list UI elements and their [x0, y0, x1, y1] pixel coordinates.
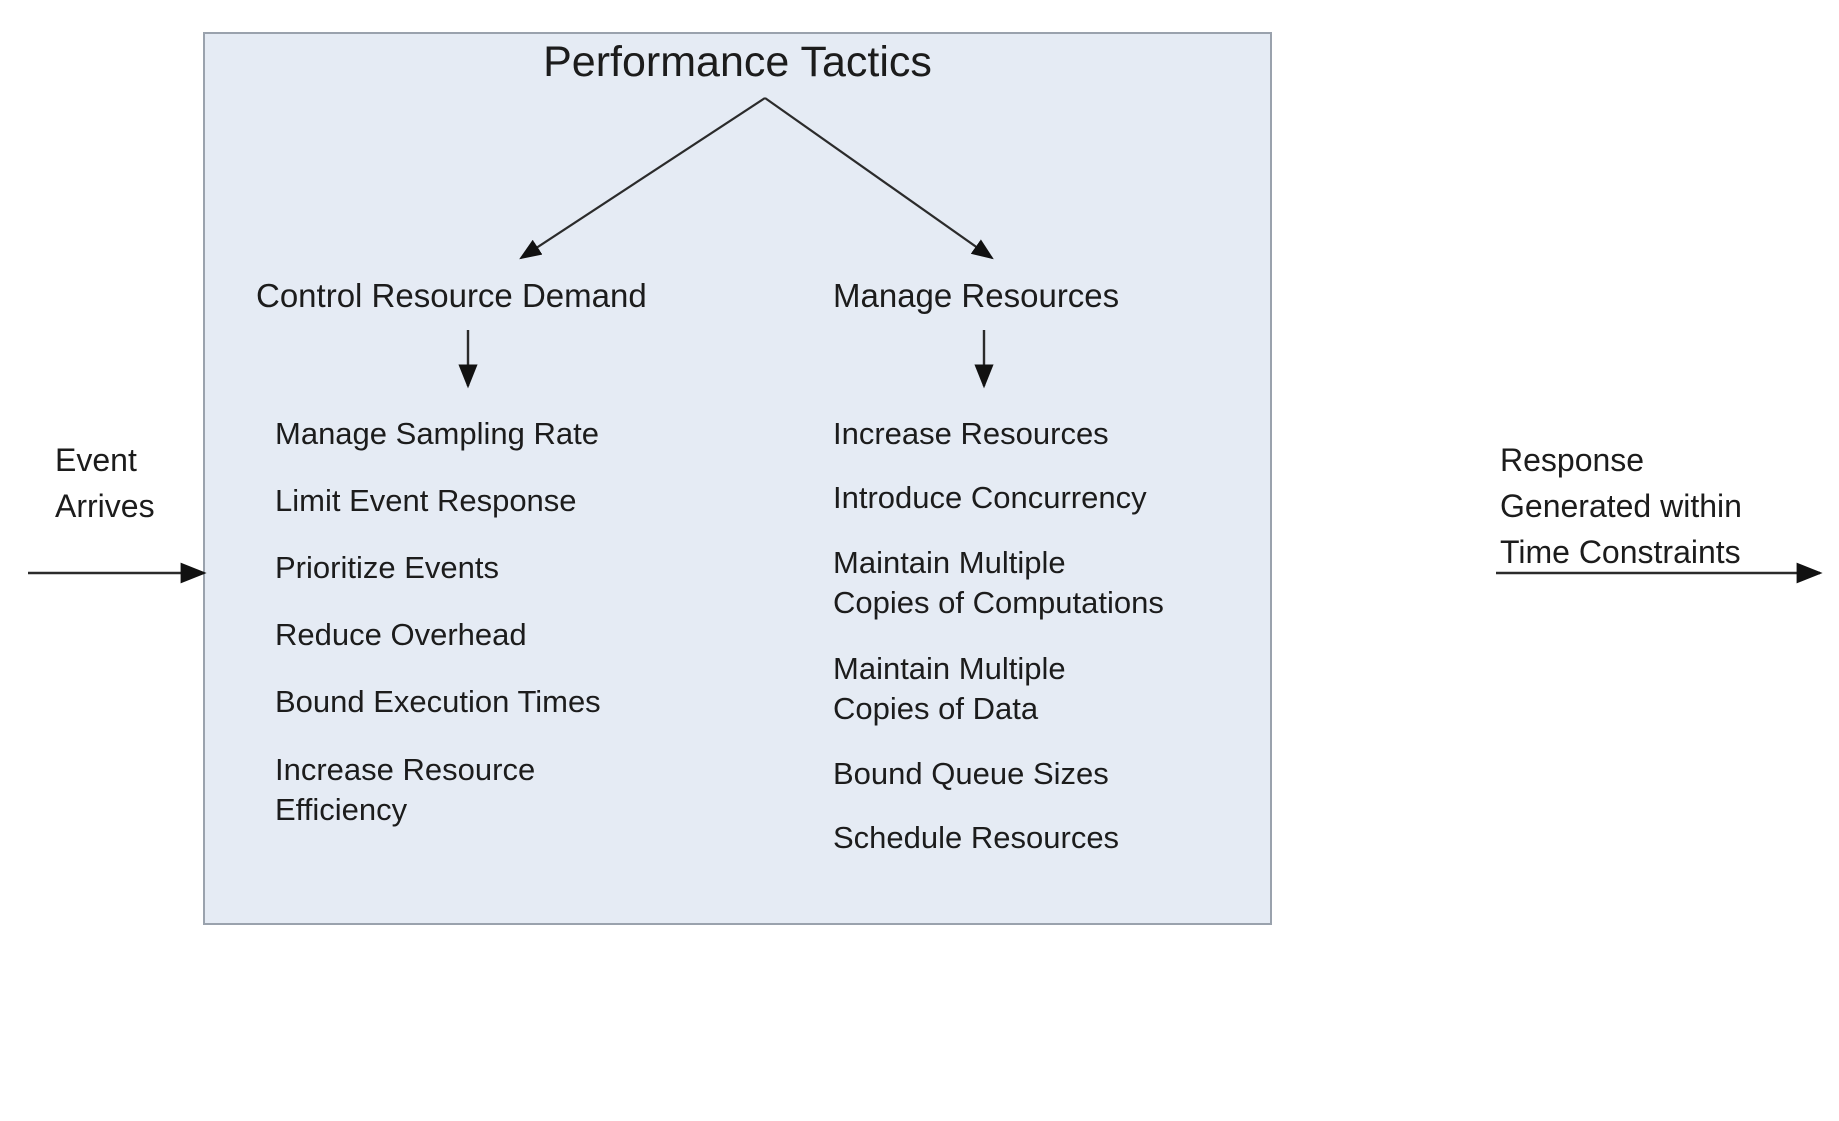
- tactic-item: Manage Sampling Rate: [275, 416, 599, 451]
- output-label: Response Generated within Time Constrain…: [1500, 442, 1742, 570]
- tactic-item: Bound Execution Times: [275, 684, 601, 719]
- tactic-item: Increase Resources: [833, 416, 1109, 451]
- tactic-item: Limit Event Response: [275, 483, 577, 518]
- category-header-manage-resources: Manage Resources: [833, 277, 1120, 314]
- tactic-item: Introduce Concurrency: [833, 480, 1147, 515]
- tactic-list-control-resource-demand: Manage Sampling Rate Limit Event Respons…: [275, 415, 735, 859]
- tactic-item: Bound Queue Sizes: [833, 756, 1109, 791]
- tactic-item: Prioritize Events: [275, 550, 499, 585]
- tactic-list-manage-resources: Increase Resources Introduce Concurrency…: [833, 415, 1263, 883]
- tactic-item: Maintain Multiple Copies of Computations: [833, 545, 1164, 620]
- page-title: Performance Tactics: [543, 38, 932, 86]
- tactic-item: Schedule Resources: [833, 820, 1120, 855]
- tactic-item: Increase Resource Efficiency: [275, 752, 536, 827]
- category-header-control-resource-demand: Control Resource Demand: [256, 277, 647, 314]
- tactic-item: Maintain Multiple Copies of Data: [833, 651, 1066, 726]
- tactic-item: Reduce Overhead: [275, 617, 527, 652]
- input-label: Event Arrives: [55, 442, 155, 524]
